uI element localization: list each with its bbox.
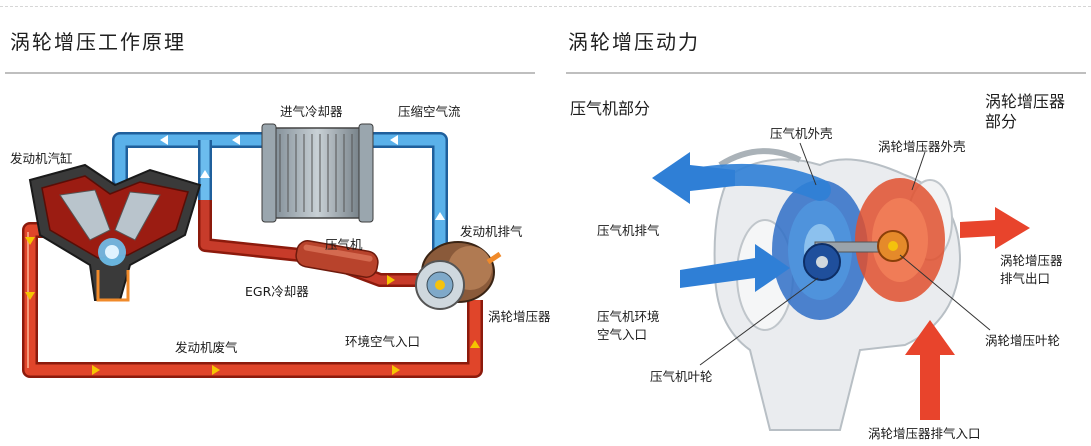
label-turbine-wheel: 涡轮增压叶轮 [985,333,1061,348]
label-ambient-air-inlet: 环境空气入口 [345,334,421,349]
engine-cylinder-block [28,163,202,302]
compressor-wheel [803,243,841,281]
label-compressor-ambient-line1: 压气机环境 [597,309,660,324]
right-title-rule [566,72,1086,74]
turbo-exhaust-outlet-arrow [960,207,1030,249]
label-turbocharger: 涡轮增压器 [488,309,551,324]
label-compressor: 压气机 [325,237,363,252]
label-turbo-exhaust-inlet: 涡轮增压器排气入口 [868,426,981,441]
label-turbo-exhaust-outlet-line1: 涡轮增压器 [1000,253,1063,268]
right-panel-title: 涡轮增压动力 [568,30,700,54]
compressor-exhaust-arrow [652,152,735,204]
label-compressor-housing: 压气机外壳 [770,126,833,141]
egr-cooler [295,240,379,278]
label-compressed-air: 压缩空气流 [398,104,461,119]
label-intercooler: 进气冷却器 [280,104,343,119]
top-dashed-divider [0,6,1091,7]
left-panel-title: 涡轮增压工作原理 [10,30,186,54]
label-turbo-section-line2: 部分 [985,112,1018,131]
label-engine-exhaust: 发动机排气 [460,224,523,239]
exhaust-flow-arrows [25,237,480,375]
label-compressor-wheel: 压气机叶轮 [650,369,713,384]
turbo-exhaust-inlet-arrow [905,320,955,420]
turbo-working-principle-diagram [22,123,502,378]
left-title-rule [5,72,535,74]
compressor-ambient-inlet-arrow [680,244,790,292]
intercooler [261,123,374,223]
label-egr-cooler: EGR冷却器 [245,284,309,299]
turbocharger-unit [415,241,502,310]
label-compressor-exhaust: 压气机排气 [597,223,660,238]
label-engine-cylinder: 发动机汽缸 [10,151,73,166]
intake-flow-arrows [160,135,445,220]
label-turbo-section-line1: 涡轮增压器 [985,92,1066,111]
label-turbo-exhaust-outlet-line2: 排气出口 [1000,271,1051,286]
leader-lines [699,142,991,366]
label-engine-exhaust-gas: 发动机废气 [175,340,238,355]
turbine-wheel [877,230,909,262]
label-compressor-ambient-line2: 空气入口 [597,327,648,342]
label-turbo-housing: 涡轮增压器外壳 [878,139,966,154]
label-compressor-section: 压气机部分 [570,99,651,118]
